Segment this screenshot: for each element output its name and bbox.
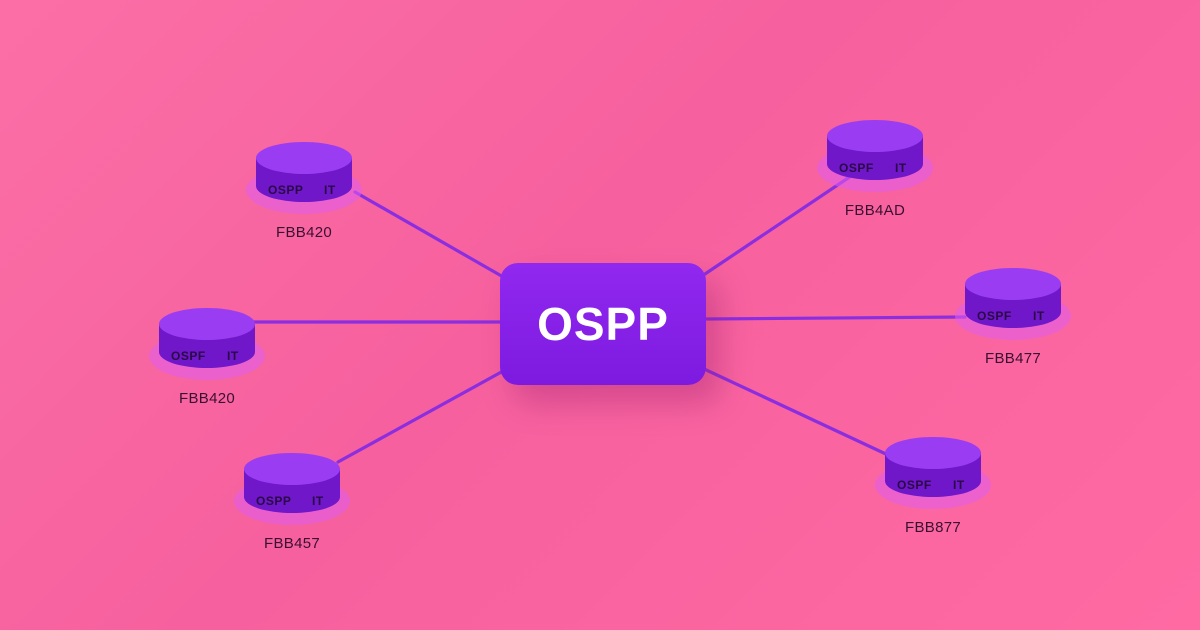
router-puck-icon: OSPP IT	[232, 443, 352, 535]
router-puck-icon: OSPF IT	[815, 110, 935, 202]
node-left-text: OSPP	[268, 183, 304, 197]
node-right-text: IT	[227, 349, 239, 363]
router-puck-icon: OSPP IT	[244, 132, 364, 224]
link-top-left	[353, 190, 507, 280]
node-right-text: IT	[312, 494, 324, 508]
node-left-text: OSPF	[171, 349, 206, 363]
node-left-text: OSPP	[256, 494, 292, 508]
router-puck-icon: OSPF IT	[147, 298, 267, 390]
node-top-right[interactable]: OSPF IT FBB4AD	[815, 110, 935, 230]
node-id-label: FBB4AD	[844, 202, 906, 219]
node-bottom-right[interactable]: OSPF IT FBB877	[873, 427, 993, 547]
node-bottom-left[interactable]: OSPP IT FBB457	[232, 443, 352, 563]
node-id-label: FBB420	[179, 390, 235, 407]
node-left-text: OSPF	[839, 161, 874, 175]
node-mid-left[interactable]: OSPF IT FBB420	[147, 298, 267, 418]
node-id-label: FBB877	[905, 519, 961, 536]
hub-node[interactable]: OSPP	[500, 263, 706, 385]
router-puck-icon: OSPF IT	[953, 258, 1073, 350]
node-top-left[interactable]: OSPP IT FBB420	[244, 132, 364, 252]
router-puck-icon: OSPF IT	[873, 427, 993, 519]
node-id-label: FBB420	[276, 224, 332, 241]
link-bottom-left	[336, 368, 507, 464]
node-right-text: IT	[324, 183, 336, 197]
node-right-text: IT	[1033, 309, 1045, 323]
node-id-label: FBB457	[264, 535, 320, 552]
link-bottom-right	[700, 366, 890, 457]
node-left-text: OSPF	[977, 309, 1012, 323]
node-right-text: IT	[895, 161, 907, 175]
node-left-text: OSPF	[897, 478, 932, 492]
node-right-text: IT	[953, 478, 965, 492]
node-mid-right[interactable]: OSPF IT FBB477	[953, 258, 1073, 378]
link-mid-right	[704, 315, 967, 321]
node-id-label: FBB477	[985, 350, 1041, 367]
link-top-right	[700, 168, 862, 278]
hub-label: OSPP	[537, 298, 669, 350]
